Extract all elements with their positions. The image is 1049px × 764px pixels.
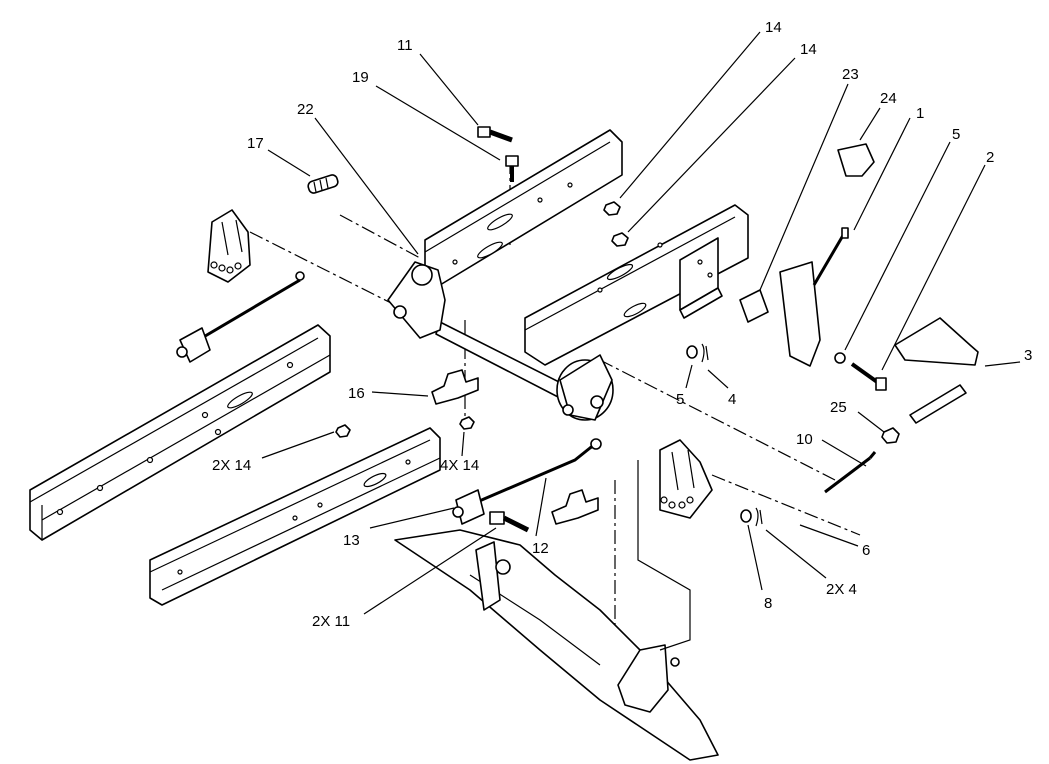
left-tie-rod (176, 271, 305, 363)
callout-2x-11: 2X 11 (312, 613, 350, 630)
callout-2x-14: 2X 14 (212, 457, 251, 474)
bolt-lower (489, 511, 530, 533)
callout-24: 24 (880, 90, 897, 107)
callout-2x-4: 2X 4 (826, 581, 857, 598)
callout-8: 8 (764, 595, 772, 612)
callout-19: 19 (352, 69, 369, 86)
callout-14-a: 14 (765, 19, 782, 36)
right-pivot-plate (659, 439, 713, 519)
callout-4x-14: 4X 14 (440, 457, 479, 474)
callout-1: 1 (916, 105, 924, 122)
upper-rear-bracket (424, 129, 623, 286)
left-channel-rail (29, 324, 331, 541)
nuts (335, 201, 900, 444)
callout-5-a: 5 (952, 126, 960, 143)
mower-deck-arm (394, 460, 719, 761)
clamp-16 (431, 369, 479, 405)
upper-front-bracket (524, 204, 749, 366)
callout-10: 10 (796, 431, 813, 448)
callout-17: 17 (247, 135, 264, 152)
callout-6: 6 (862, 542, 870, 559)
callout-22: 22 (297, 101, 314, 118)
callout-3: 3 (1024, 347, 1032, 364)
bolt-small (505, 155, 519, 182)
left-pivot-plate (207, 209, 251, 283)
callout-14-b: 14 (800, 41, 817, 58)
spring (307, 174, 339, 194)
callout-12: 12 (532, 540, 549, 557)
callout-23: 23 (842, 66, 859, 83)
alignment-lines (249, 160, 861, 640)
lower-channel-rail (149, 427, 441, 606)
callout-2: 2 (986, 149, 994, 166)
callout-5-b: 5 (676, 391, 684, 408)
callout-4: 4 (728, 391, 736, 408)
lever-assembly (739, 143, 887, 391)
clamp-extra (551, 489, 599, 525)
right-tie-rod (452, 438, 602, 525)
bolt-top (477, 126, 513, 143)
callout-16: 16 (348, 385, 365, 402)
washer-pin-right (740, 507, 763, 527)
callout-25: 25 (830, 399, 847, 416)
leader-lines (261, 31, 1021, 615)
callout-13: 13 (343, 532, 360, 549)
cross-shaft (387, 261, 614, 421)
washer-pin-center (686, 343, 709, 363)
callout-11: 11 (397, 37, 413, 54)
callout-labels: 11 19 22 17 14 14 23 24 1 5 2 3 16 5 4 2… (212, 19, 1032, 630)
